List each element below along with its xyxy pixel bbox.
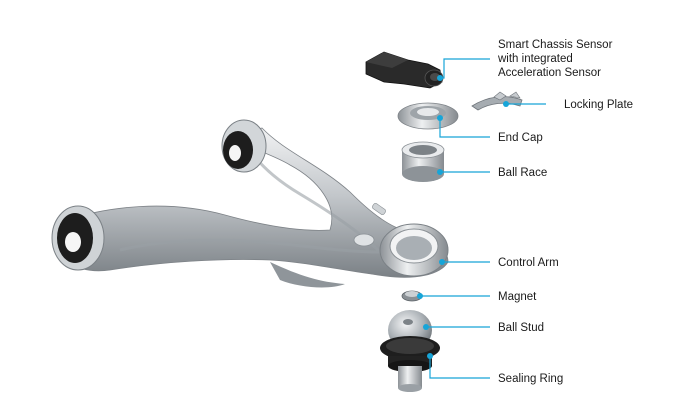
callout-smart-chassis-sensor-line-1: Smart Chassis Sensor (498, 39, 613, 51)
arm-boss (353, 233, 375, 247)
callout-ball-race: Ball Race (498, 167, 548, 179)
callout-sealing-ring: Sealing Ring (498, 373, 564, 385)
arm-body (59, 127, 449, 278)
rear-bushing (221, 119, 267, 173)
arm-tab (372, 203, 386, 215)
callout-control-arm: Control Arm (498, 257, 559, 269)
callout-end-cap: End Cap (498, 132, 543, 144)
callout-magnet: Magnet (498, 291, 537, 303)
smart-chassis-sensor-part (365, 51, 444, 89)
arm-underside (270, 262, 345, 288)
leader-lines (420, 58, 546, 379)
callout-smart-chassis-sensor-line-3: Acceleration Sensor (498, 67, 601, 79)
ball-stud-part (380, 310, 440, 392)
callout-ball-stud: Ball Stud (498, 322, 545, 334)
leader-dots (417, 75, 509, 359)
ball-race-part (401, 141, 445, 182)
end-cap-part (397, 102, 459, 130)
control-arm-part (51, 119, 449, 288)
callout-smart-chassis-sensor-line-2: with integrated (498, 53, 573, 65)
ball-joint-housing (379, 223, 449, 277)
locking-plate-part (471, 91, 523, 111)
front-bushing (51, 205, 105, 271)
arm-rib (119, 149, 384, 254)
callout-locking-plate: Locking Plate (564, 99, 634, 111)
callout-smart-chassis-sensor: Smart Chassis Sensor with integrated Acc… (498, 38, 612, 80)
